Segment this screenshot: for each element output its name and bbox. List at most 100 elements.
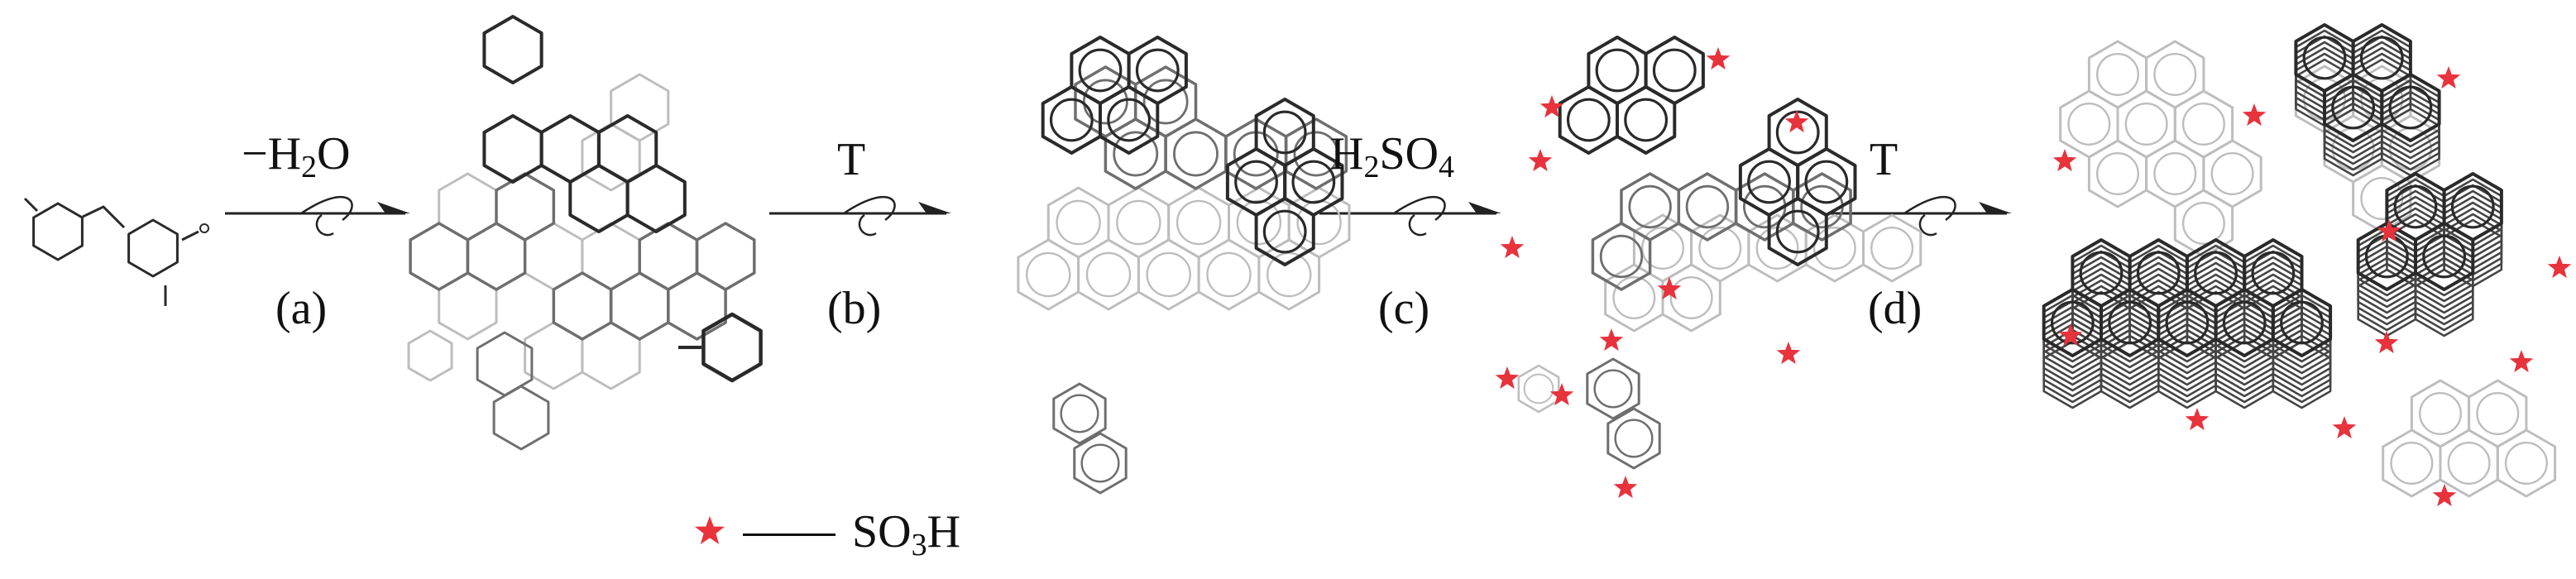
aromatic-circle [1812,227,1856,270]
aromatic-circle [2388,85,2433,130]
aromatic-circle [1206,251,1252,298]
legend-dash [743,534,836,536]
hexagon-ring [1586,357,1640,420]
sulfonic-group-markers [1495,47,2572,507]
sulfonated-aromatic-structure [1517,36,1922,470]
hexagon-ring [1052,382,1107,445]
aromatic-circle [1640,227,1684,270]
hexagon-ring [2414,222,2475,291]
aromatic-circle [1566,98,1611,142]
sulfonic-star-marker [1599,328,1624,352]
sulfonic-star-marker [2332,416,2357,439]
aromatic-circle [1049,98,1094,142]
hexagon-ring [127,218,179,278]
aromatic-circle [1060,394,1099,433]
aromatic-circle [2181,201,2225,245]
hexagon-ring [482,114,543,184]
aromatic-circle [2079,251,2124,295]
hexagon-ring [1099,85,1160,155]
reaction-arrow-b [769,196,951,237]
hexagon-ring [1073,432,1128,495]
aromatic-circle [2136,251,2181,295]
sulfonic-star-marker [1613,476,1638,499]
aromatic-circle [2165,300,2210,345]
aromatic-circle [1698,227,1742,270]
star-icon [695,516,725,544]
hexagon-ring [492,385,550,451]
aromatic-circle [2422,234,2467,279]
aromatic-circle [1870,227,1914,270]
aromatic-circle [2447,442,2491,486]
hexagon-ring [1517,364,1560,414]
aromatic-circle [1775,209,1820,254]
aromatic-circle [1146,251,1191,298]
aromatic-circle [1652,48,1697,93]
hexagon-ring [409,222,470,291]
hexagon-ring [2157,340,2217,409]
carbonized-aromatic-structure [1017,36,1351,495]
step-d-condition: T [1870,134,1898,185]
legend-text: SO3H [852,506,961,562]
aromatic-circle [2390,442,2434,486]
aromatic-circle [1593,369,1633,409]
sulfonic-star-marker [2052,149,2077,172]
reaction-arrow-d [1830,196,2012,237]
stacked-graphitic-sheets [2042,23,2557,498]
hexagon-ring [32,202,84,261]
aromatic-circle [2194,251,2238,295]
sulfonic-star-marker [1657,277,1682,300]
step-c-label: (c) [1378,283,1430,334]
aromatic-circle [1234,160,1278,204]
hexagon-ring [1284,117,1348,190]
step-c-condition: H2SO4 [1330,128,1455,184]
hexagon-ring [2414,262,2474,332]
sulfonic-star-marker [1706,47,1731,70]
hexagon-ring [1661,263,1721,333]
sulfonic-star-marker [2377,219,2401,242]
aromatic-circle [1599,234,1644,279]
aromatic-circle [2153,151,2197,195]
hexagon-ring [1767,197,1828,266]
aromatic-circle [2331,85,2376,130]
methyl-bond [23,197,39,213]
hexagon-ring [695,222,756,291]
aromatic-circle [2050,300,2095,345]
hexagon-ring [2100,340,2160,409]
sulfonic-star-marker [1776,342,1801,365]
hexagon-ring [1606,407,1661,470]
sulfonic-star-marker [1549,383,1574,406]
aromatic-circle [1135,48,1180,93]
aromatic-circle [1142,79,1189,125]
aromatic-circle [1624,98,1669,142]
aromatic-circle [1262,110,1307,155]
hexagon-ring [2272,340,2332,409]
aromatic-circle [2359,36,2404,80]
ether-bridge [82,205,126,229]
sulfonic-star-marker [2185,408,2210,431]
hexagon-ring [482,15,543,84]
reaction-arrow-a [225,196,410,237]
hexagon-ring [2214,340,2275,409]
sulfonic-star-marker [2432,484,2457,507]
hexagon-ring [625,164,687,233]
sulfonic-star-marker [1539,95,1564,118]
aromatic-circle [1804,160,1849,204]
arrow-head [377,202,410,213]
aromatic-circle [2280,300,2324,345]
arrow-head [1468,202,1501,213]
precursor-molecule [23,197,209,306]
hexagon-ring [610,73,670,142]
aromatic-circle [1026,251,1071,298]
hexagon-ring [2042,340,2103,409]
step-a-label: (a) [275,283,328,334]
sulfonic-star-marker [1528,149,1553,172]
step-b-label: (b) [827,283,882,334]
aromatic-circle [1078,48,1123,93]
hexagon-ring [1862,213,1922,283]
aromatic-circle [1523,373,1554,404]
sulfonic-star-marker [1500,236,1525,259]
hexagon-ring [407,329,453,382]
step-d-label: (d) [1868,283,1922,334]
sulfonic-star-marker [1784,110,1809,133]
hexagon-ring [701,312,763,383]
